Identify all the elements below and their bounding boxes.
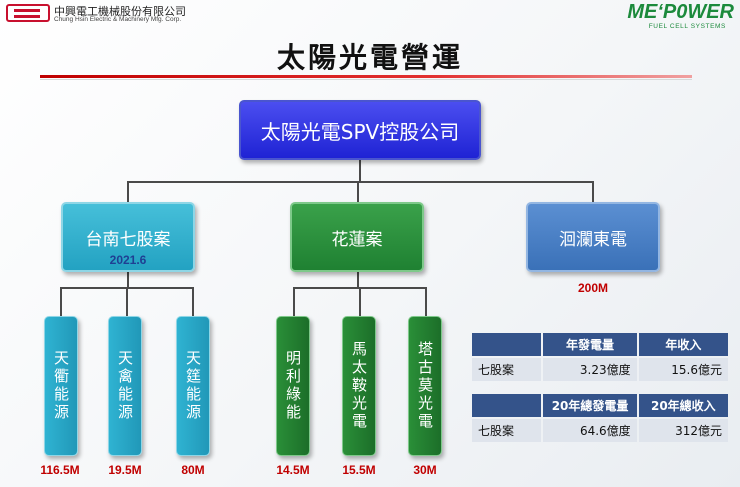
brand-subtitle: FUEL CELL SYSTEMS: [648, 23, 726, 30]
table-cell: 七股案: [472, 358, 542, 381]
company-name-zh: 中興電工機械股份有限公司: [54, 5, 186, 18]
table-cell: 3.23億度: [543, 358, 637, 381]
branch-hualan-east-box: 洄瀾東電: [526, 202, 660, 272]
table-row: 七股案 64.6億度 312億元: [472, 419, 728, 442]
leaf-mataian-capacity: 15.5M: [342, 463, 376, 477]
table-header-cell: 年發電量: [543, 333, 637, 356]
branch-hualan-east-label: 洄瀾東電: [559, 229, 627, 250]
org-root-label: 太陽光電SPV控股公司: [260, 119, 460, 144]
table-cell: 64.6億度: [543, 419, 637, 442]
table-header-cell: 年收入: [638, 333, 728, 356]
leaf-tianqu: 天衢能源: [44, 316, 78, 456]
leaf-mataian: 馬太鞍光電: [342, 316, 376, 456]
leaf-tianqin-capacity: 19.5M: [108, 463, 142, 477]
leaf-tagumo-label: 塔古莫光電: [416, 341, 434, 431]
connector-root-down: [359, 160, 361, 182]
leaf-tianqin-label: 天禽能源: [116, 350, 134, 422]
leaf-mataian-label: 馬太鞍光電: [350, 341, 368, 431]
branch-hualien-box: 花蓮案: [290, 202, 424, 272]
connector-tianyan: [192, 287, 194, 316]
table-header-cell: 20年總發電量: [543, 394, 637, 417]
table-header-cell: [472, 394, 542, 417]
connector-tainan-down: [127, 272, 129, 288]
title-underline: [40, 75, 692, 78]
table-header-row: 20年總發電量 20年總收入: [472, 394, 728, 417]
leaf-tianyan-capacity: 80M: [181, 463, 205, 477]
leaf-tagumo-capacity: 30M: [413, 463, 437, 477]
connector-mataian: [359, 287, 361, 316]
company-logo-icon: [6, 4, 50, 22]
connector-tianqin: [126, 287, 128, 316]
leaf-tianyan-label: 天筳能源: [184, 350, 202, 422]
leaf-tagumo: 塔古莫光電: [408, 316, 442, 456]
branch-hualien-label: 花蓮案: [331, 229, 383, 250]
connector-hualien-down: [357, 272, 359, 288]
connector-tianqu: [60, 287, 62, 316]
connector-tagumo: [425, 287, 427, 316]
connector-mingli: [293, 287, 295, 316]
table-header-row: 年發電量 年收入: [472, 333, 728, 356]
org-root-box: 太陽光電SPV控股公司: [239, 100, 481, 160]
leaf-tianyan: 天筳能源: [176, 316, 210, 456]
leaf-tianqin: 天禽能源: [108, 316, 142, 456]
table-header-cell: 20年總收入: [638, 394, 728, 417]
table-cell: 312億元: [638, 419, 728, 442]
connector-level2-bar: [127, 181, 594, 183]
brand-logo: ME‘P0WER: [627, 1, 734, 23]
connector-to-hualan-east: [592, 181, 594, 202]
table-header-cell: [472, 333, 542, 356]
company-name-en: Chung Hsin Electric & Machinery Mfg. Cor…: [54, 16, 182, 23]
hualan-east-capacity: 200M: [577, 281, 609, 295]
annual-output-table: 年發電量 年收入 七股案 3.23億度 15.6億元: [470, 331, 730, 383]
leaf-tianqu-capacity: 116.5M: [40, 463, 80, 477]
leaf-mingli: 明利綠能: [276, 316, 310, 456]
branch-tainan-label: 台南七股案: [85, 229, 171, 250]
table-row: 七股案 3.23億度 15.6億元: [472, 358, 728, 381]
slide-title: 太陽光電營運: [276, 41, 463, 74]
leaf-mingli-label: 明利綠能: [284, 350, 302, 422]
twenty-year-output-table: 20年總發電量 20年總收入 七股案 64.6億度 312億元: [470, 392, 730, 444]
table-cell: 七股案: [472, 419, 542, 442]
title-underline-shadow: [40, 79, 692, 80]
connector-to-hualien: [357, 181, 359, 202]
connector-to-tainan: [127, 181, 129, 202]
branch-tainan-box: 台南七股案: [61, 202, 195, 272]
tainan-date-label: 2021.6: [109, 253, 147, 267]
leaf-mingli-capacity: 14.5M: [276, 463, 310, 477]
leaf-tianqu-label: 天衢能源: [52, 350, 70, 422]
table-cell: 15.6億元: [638, 358, 728, 381]
